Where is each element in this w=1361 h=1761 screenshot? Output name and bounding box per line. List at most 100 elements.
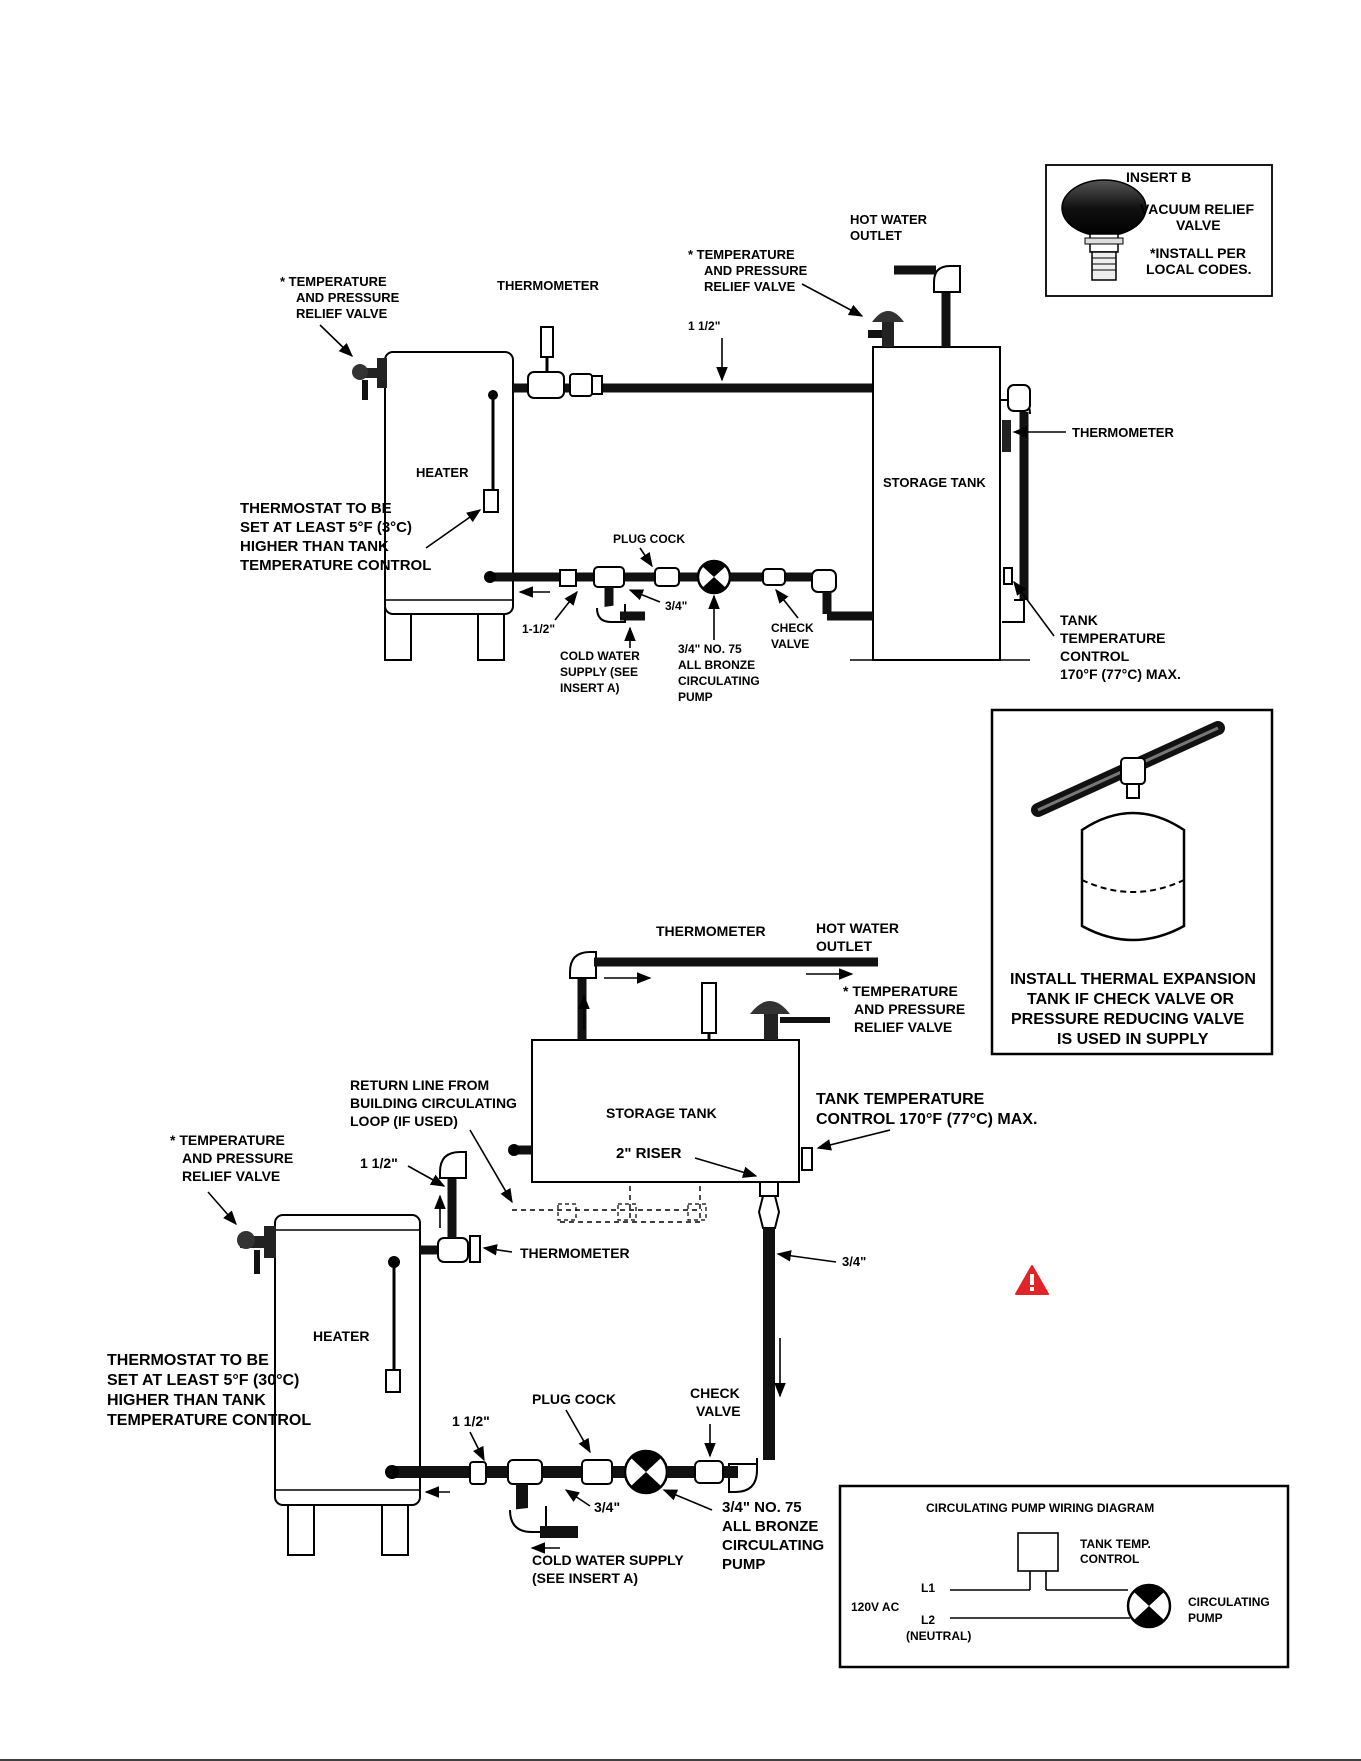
top-tpr-right-label-2: AND PRESSURE [704,263,808,278]
top-thermostat-note-2: SET AT LEAST 5°F (3°C) [240,519,412,536]
bottom-diagram: THERMOMETER HOT WATER OUTLET * TEMPERATU… [107,920,1049,1586]
bottom-size-112: 1 1/2" [452,1413,490,1429]
top-tank-control-3: CONTROL [1060,648,1130,664]
bottom-heater-label: HEATER [313,1328,370,1344]
bottom-plug-cock: PLUG COCK [532,1391,616,1407]
wiring-pump-symbol [1126,1583,1172,1629]
insert-b-codes-1: *INSTALL PER [1150,245,1246,261]
bottom-tpr-valve-right [750,1001,830,1040]
bottom-tpr-left-1: * TEMPERATURE [170,1132,285,1148]
bottom-tpr-left-2: AND PRESSURE [182,1150,293,1166]
top-diagram: * TEMPERATURE AND PRESSURE RELIEF VALVE … [240,212,1181,704]
bottom-tank-control-2: CONTROL 170°F (77°C) MAX. [816,1111,1037,1128]
bottom-thermostat-note-4: TEMPERATURE CONTROL [107,1412,311,1429]
bottom-thermostat-note-2: SET AT LEAST 5°F (30°C) [107,1372,299,1389]
bottom-heater [274,1214,421,1556]
top-heater-label: HEATER [416,465,469,480]
wiring-neutral: (NEUTRAL) [906,1629,971,1643]
top-pump-label-1: 3/4" NO. 75 [678,642,742,656]
top-tpr-valve-right [868,311,904,347]
top-hot-outlet-label-1: HOT WATER [850,212,928,227]
top-storage-tank-label: STORAGE TANK [883,475,986,490]
top-heater [384,351,514,661]
expansion-note-3: PRESSURE REDUCING VALVE [1011,1011,1245,1028]
top-size-34-label: 3/4" [665,599,687,613]
bottom-size-34-right: 3/4" [842,1254,866,1269]
wiring-l2: L2 [921,1613,935,1627]
top-thermostat-note-1: THERMOSTAT TO BE [240,500,392,517]
expansion-tank-icon [1031,721,1225,942]
top-size-112-label: 1-1/2" [522,622,555,636]
wiring-l1: L1 [921,1581,935,1595]
top-tpr-left-label-3: RELIEF VALVE [296,306,388,321]
top-tpr-left-label-2: AND PRESSURE [296,290,400,305]
expansion-note-1: INSTALL THERMAL EXPANSION [1010,971,1256,988]
bottom-pump-label-3: CIRCULATING [722,1537,824,1554]
bottom-pump-label-2: ALL BRONZE [722,1518,818,1535]
expansion-note-4: IS USED IN SUPPLY [1057,1031,1209,1048]
top-check-valve-2: VALVE [771,637,809,651]
wiring-power: 120V AC [851,1600,900,1614]
insert-b: INSERT B VACUUM RELIEF VALVE *INSTALL PE… [1045,164,1273,297]
wiring-control-2: CONTROL [1080,1552,1139,1566]
bottom-tpr-right-1: * TEMPERATURE [843,983,958,999]
insert-b-vacuum-2: VALVE [1176,217,1221,233]
bottom-return-line-3: LOOP (IF USED) [350,1113,458,1129]
top-tank-control-2: TEMPERATURE [1060,630,1166,646]
warning-triangle-icon [1015,1265,1049,1295]
top-plug-cock-label: PLUG COCK [613,532,685,546]
top-pipe-size-label: 1 1/2" [688,319,720,333]
bottom-size-riser-left: 1 1/2" [360,1155,398,1171]
top-tpr-right-label-1: * TEMPERATURE [688,247,795,262]
vacuum-relief-valve-icon [1061,179,1147,281]
wiring-control-box [1017,1532,1059,1572]
bottom-return-line-1: RETURN LINE FROM [350,1077,489,1093]
bottom-tpr-left-3: RELIEF VALVE [182,1168,280,1184]
top-tpr-left-label-1: * TEMPERATURE [280,274,387,289]
bottom-tank-control-1: TANK TEMPERATURE [816,1091,985,1108]
bottom-hot-outlet-2: OUTLET [816,938,872,954]
wiring-diagram: CIRCULATING PUMP WIRING DIAGRAM TANK TEM… [838,1484,1290,1669]
top-thermometer [527,326,603,399]
bottom-riser-label: 2" RISER [616,1145,682,1162]
top-thermostat-note-4: TEMPERATURE CONTROL [240,557,431,574]
bottom-circulating-pump-symbol [623,1449,669,1495]
top-storage-tank [850,346,1030,661]
top-pump-label-4: PUMP [678,690,713,704]
bottom-pump-label-1: 3/4" NO. 75 [722,1499,802,1516]
bottom-thermometer-label: THERMOMETER [656,923,766,939]
bottom-size-34: 3/4" [594,1499,620,1515]
top-tpr-right-label-3: RELIEF VALVE [704,279,796,294]
wiring-control-1: TANK TEMP. [1080,1537,1151,1551]
wiring-pump-1: CIRCULATING [1188,1595,1270,1609]
wiring-title: CIRCULATING PUMP WIRING DIAGRAM [926,1501,1154,1515]
top-tpr-valve-left [352,358,387,400]
insert-b-vacuum-1: VACUUM RELIEF [1140,201,1255,217]
top-pump-label-2: ALL BRONZE [678,658,755,672]
bottom-check-valve-1: CHECK [690,1385,740,1401]
bottom-thermometer-side: THERMOMETER [520,1245,630,1261]
insert-b-title: INSERT B [1126,169,1191,185]
top-cold-supply-2: SUPPLY (SEE [560,665,638,679]
top-check-valve-1: CHECK [771,621,814,635]
bottom-cold-supply-2: (SEE INSERT A) [532,1570,638,1586]
bottom-pump-label-4: PUMP [722,1556,765,1573]
bottom-tpr-right-3: RELIEF VALVE [854,1019,952,1035]
bottom-storage-tank-label: STORAGE TANK [606,1105,717,1121]
wiring-pump-2: PUMP [1188,1611,1223,1625]
top-tank-control-1: TANK [1060,612,1098,628]
bottom-thermostat-note-3: HIGHER THAN TANK [107,1392,266,1409]
top-circulating-pump-symbol [696,559,732,595]
top-cold-supply-1: COLD WATER [560,649,640,663]
top-cold-supply-3: INSERT A) [560,681,620,695]
bottom-tpr-valve-left [237,1226,276,1274]
bottom-cold-supply-1: COLD WATER SUPPLY [532,1552,684,1568]
expansion-tank-insert: INSTALL THERMAL EXPANSION TANK IF CHECK … [990,708,1274,1056]
bottom-hot-outlet-1: HOT WATER [816,920,899,936]
top-tank-control-4: 170°F (77°C) MAX. [1060,666,1181,682]
insert-b-codes-2: LOCAL CODES. [1146,261,1252,277]
bottom-return-line-2: BUILDING CIRCULATING [350,1095,517,1111]
top-thermometer-label: THERMOMETER [497,278,599,293]
bottom-storage-tank [531,1039,800,1183]
